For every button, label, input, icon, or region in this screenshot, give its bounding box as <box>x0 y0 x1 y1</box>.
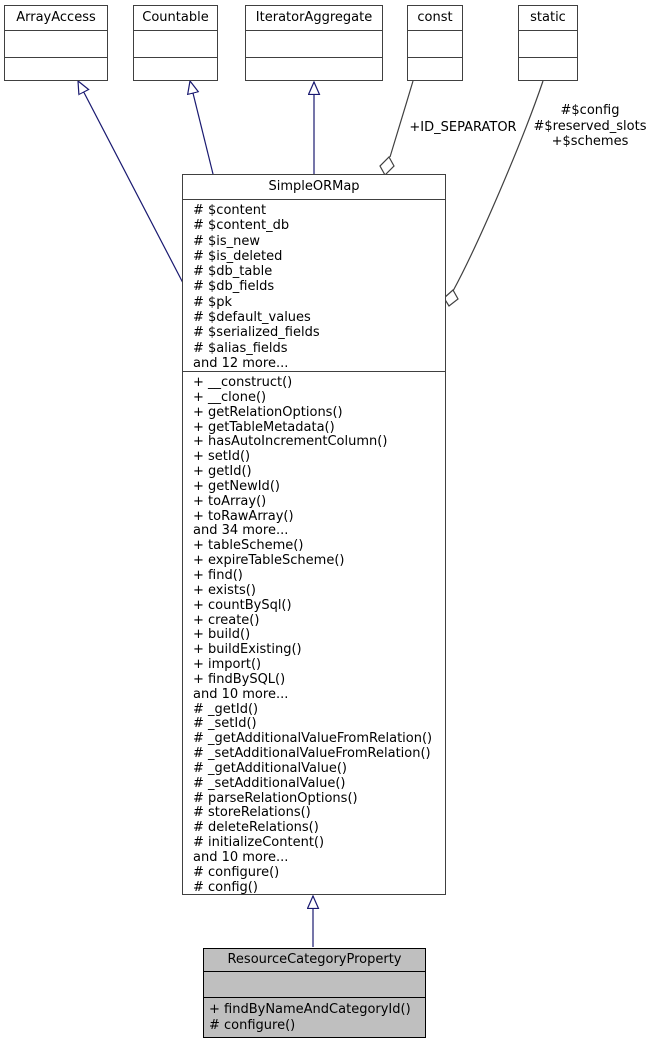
methods-compartment: + __construct()+ __clone()+ getRelationO… <box>183 372 445 896</box>
class-title: IteratorAggregate <box>246 6 382 31</box>
member-row: + tableScheme() <box>193 538 304 554</box>
usage-label-line: +$schemes <box>551 134 629 149</box>
class-title: SimpleORMap <box>183 175 445 200</box>
member-row: # $content <box>193 203 267 218</box>
member-row: + findByNameAndCategoryId() <box>209 1002 411 1017</box>
member-row: + find() <box>193 567 243 583</box>
member-row: + build() <box>193 627 251 643</box>
member-row: + setId() <box>193 449 251 465</box>
member-row: # $default_values <box>193 310 311 326</box>
member-row: + __construct() <box>193 375 293 390</box>
methods-compartment: + findByNameAndCategoryId()# configure() <box>204 998 425 1033</box>
class-box-const[interactable]: const <box>407 5 463 81</box>
member-row: # storeRelations() <box>193 805 311 821</box>
aggregation-diamond-const <box>379 156 395 176</box>
member-row: # $is_new <box>193 233 261 249</box>
member-row: + import() <box>193 657 262 673</box>
member-row: # _getAdditionalValue() <box>193 760 347 776</box>
attributes-compartment <box>519 31 577 58</box>
member-row: # configure() <box>193 864 280 880</box>
attributes-compartment <box>246 31 382 58</box>
member-row: # initializeContent() <box>193 835 325 851</box>
inheritance-edge-countable <box>190 81 214 175</box>
member-row: # _setAdditionalValueFromRelation() <box>193 746 431 762</box>
class-title: Countable <box>134 6 217 31</box>
member-row: + countBySql() <box>193 597 292 613</box>
member-row: # $serialized_fields <box>193 325 320 341</box>
member-row: and 10 more... <box>193 686 289 702</box>
member-row: + expireTableScheme() <box>193 553 345 569</box>
member-row: # _setId() <box>193 716 257 732</box>
class-title: static <box>519 6 577 31</box>
methods-compartment <box>5 58 107 80</box>
usage-label-static-members: #$config #$reserved_slots +$schemes <box>528 103 652 150</box>
attributes-compartment <box>204 972 425 998</box>
member-row: + create() <box>193 612 260 628</box>
class-box-iteratoraggregate[interactable]: IteratorAggregate <box>245 5 383 81</box>
methods-compartment <box>408 58 462 80</box>
member-row: # _getId() <box>193 701 259 717</box>
member-row: + __clone() <box>193 389 267 405</box>
member-row: + exists() <box>193 582 256 598</box>
member-row: and 10 more... <box>193 850 289 865</box>
member-row: # $content_db <box>193 218 290 234</box>
member-row: # $db_fields <box>193 279 275 295</box>
member-row: # configure() <box>209 1017 296 1033</box>
member-row: + toArray() <box>193 493 267 509</box>
class-title: const <box>408 6 462 31</box>
member-row: + getId() <box>193 464 252 480</box>
aggregation-diamond-static <box>443 289 459 307</box>
member-row: # $pk <box>193 294 233 310</box>
member-row: and 34 more... <box>193 523 289 539</box>
methods-compartment <box>134 58 217 80</box>
usage-label-line: #$config <box>560 103 620 118</box>
member-row: # $db_table <box>193 264 273 280</box>
class-box-arrayaccess[interactable]: ArrayAccess <box>4 5 108 81</box>
member-row: + getNewId() <box>193 478 280 494</box>
member-row: # $is_deleted <box>193 248 283 264</box>
member-row: # parseRelationOptions() <box>193 790 358 806</box>
attributes-compartment <box>134 31 217 58</box>
member-row: + toRawArray() <box>193 508 294 524</box>
class-title: ResourceCategoryProperty <box>204 949 425 972</box>
class-box-resourcecategoryproperty[interactable]: ResourceCategoryProperty + findByNameAnd… <box>203 948 426 1038</box>
member-row: # $alias_fields <box>193 340 288 356</box>
usage-edge-const <box>389 80 414 158</box>
member-row: # config() <box>193 879 258 895</box>
inheritance-edge-arrayaccess <box>78 81 184 284</box>
member-row: + getTableMetadata() <box>193 419 335 435</box>
usage-label-id-separator: +ID_SEPARATOR <box>409 120 517 135</box>
attributes-compartment <box>5 31 107 58</box>
member-row: + findBySQL() <box>193 671 286 687</box>
usage-label-line: #$reserved_slots <box>533 118 647 134</box>
class-box-countable[interactable]: Countable <box>133 5 218 81</box>
member-row: # _getAdditionalValueFromRelation() <box>193 731 433 747</box>
member-row: + hasAutoIncrementColumn() <box>193 434 388 450</box>
member-row: # deleteRelations() <box>193 820 319 836</box>
member-row: + getRelationOptions() <box>193 404 343 420</box>
attributes-compartment <box>408 31 462 58</box>
attributes-compartment: # $content# $content_db# $is_new# $is_de… <box>183 200 445 372</box>
class-box-simpleormap[interactable]: SimpleORMap # $content# $content_db# $is… <box>182 174 446 895</box>
class-title: ArrayAccess <box>5 6 107 31</box>
class-box-static[interactable]: static <box>518 5 578 81</box>
member-row: and 12 more... <box>193 355 289 371</box>
member-row: # _setAdditionalValue() <box>193 775 346 791</box>
methods-compartment <box>246 58 382 80</box>
methods-compartment <box>519 58 577 80</box>
member-row: + buildExisting() <box>193 642 302 658</box>
